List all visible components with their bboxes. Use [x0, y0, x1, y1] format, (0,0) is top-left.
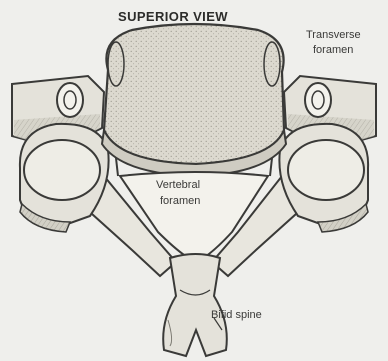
- left-superior-facet: [24, 140, 100, 200]
- page-title: SUPERIOR VIEW: [118, 10, 228, 23]
- left-transverse-foramen: [57, 83, 83, 117]
- vertebral-body: [104, 24, 284, 164]
- bifid-spinous-process: [163, 254, 227, 356]
- vertebral-foramen-label-line1: Vertebral: [156, 180, 200, 191]
- bifid-spine-label: Bifid spine: [211, 310, 262, 321]
- right-transverse-foramen: [305, 83, 331, 117]
- vertebral-foramen-label-line2: foramen: [160, 196, 200, 207]
- transverse-foramen-label-line1: Transverse: [306, 30, 361, 41]
- transverse-foramen-label-line2: foramen: [313, 45, 353, 56]
- right-superior-facet: [288, 140, 364, 200]
